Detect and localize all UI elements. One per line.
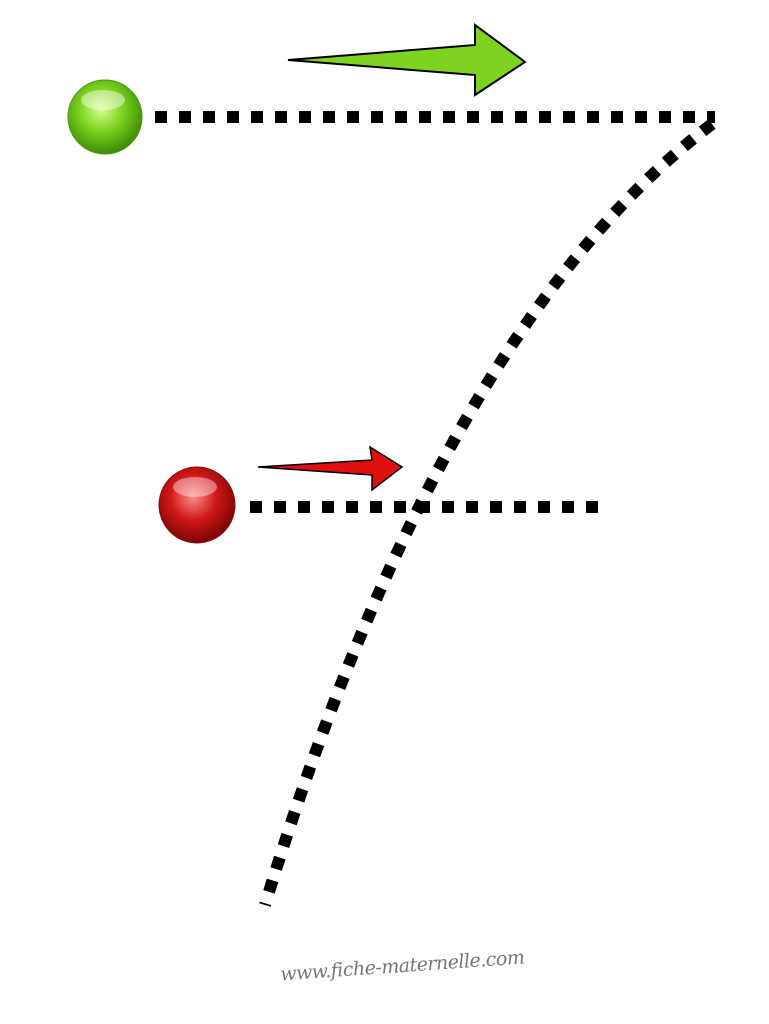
green-arrow-icon: [287, 23, 527, 97]
red-arrow-icon: [257, 445, 404, 492]
red-start-ball-icon: [158, 466, 236, 544]
green-start-ball-icon: [67, 79, 143, 155]
trace-diagonal-stroke: [259, 119, 716, 907]
